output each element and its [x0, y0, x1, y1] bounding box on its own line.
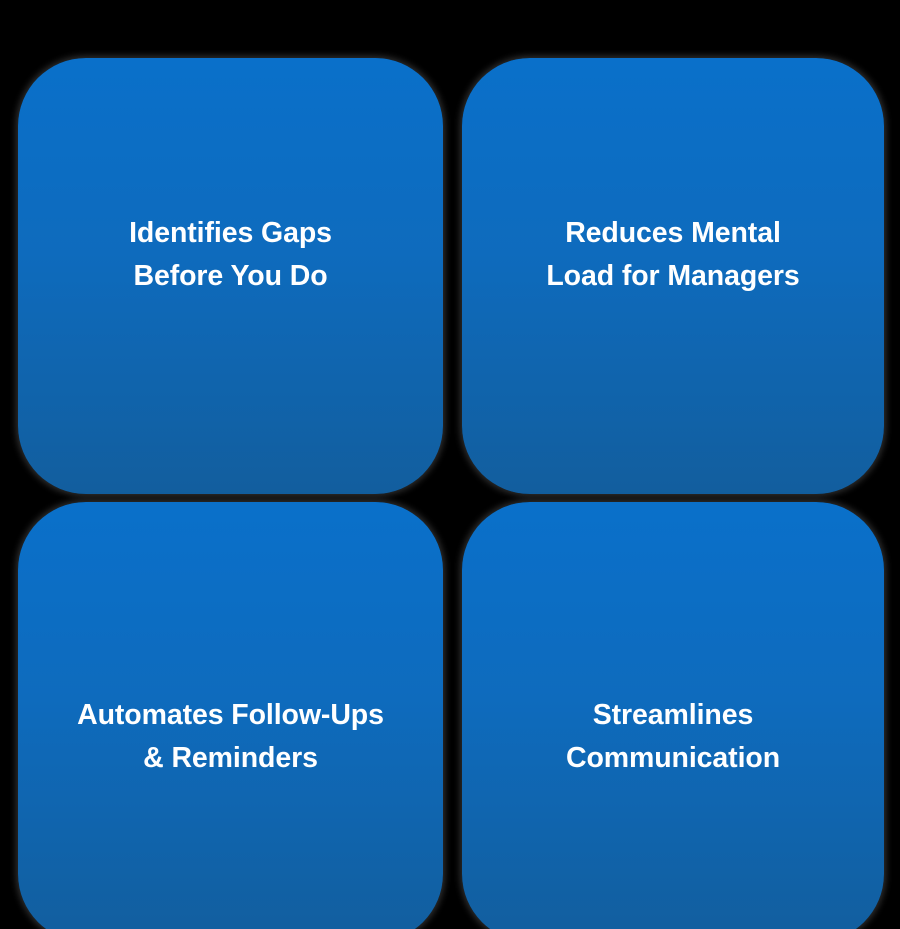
quadrant-card-label: Streamlines Communication [565, 699, 781, 774]
quadrant-card-automates-follow-ups[interactable]: Automates Follow-Ups & Reminders [18, 502, 443, 929]
quadrant-card-identifies-gaps[interactable]: Identifies Gaps Before You Do [18, 58, 443, 494]
quadrant-card-label: Identifies Gaps Before You Do [129, 217, 332, 292]
quadrant-card-label: Automates Follow-Ups & Reminders [77, 699, 384, 774]
quadrant-card-streamlines-communication[interactable]: Streamlines Communication [462, 502, 884, 929]
quadrant-card-reduces-mental-load[interactable]: Reduces Mental Load for Managers [462, 58, 884, 494]
quadrant-card-label: Reduces Mental Load for Managers [546, 217, 800, 292]
